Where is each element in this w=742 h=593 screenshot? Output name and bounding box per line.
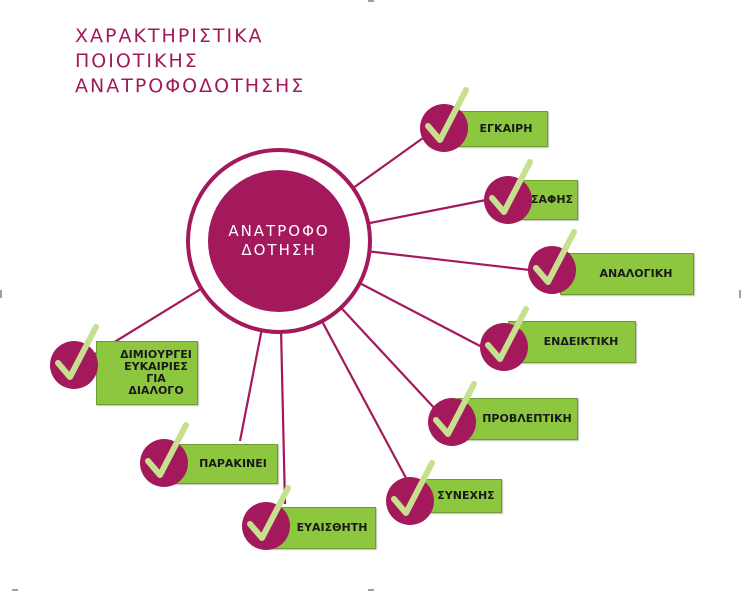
hub-inner-disc: ΑΝΑΤΡΟΦΟ ΔΟΤΗΣΗ — [208, 170, 350, 312]
edge-mark-bottom-left — [12, 589, 18, 591]
check-icon — [425, 87, 469, 143]
check-icon — [489, 159, 533, 215]
edge-mark-left — [0, 290, 2, 298]
node-disc-evaisthiti — [242, 485, 291, 550]
node-label-evaisthiti: ΕΥΑΙΣΘΗΤΗ — [296, 521, 368, 534]
title-line-3: ΑΝΑΤΡΟΦΟΔΟΤΗΣΗΣ — [75, 75, 306, 97]
node-disc-egkairi — [420, 87, 469, 152]
check-icon — [391, 460, 435, 516]
node-disc-provleptiki — [428, 381, 477, 446]
title-line-1: ΧΑΡΑΚΤΗΡΙΣΤΙΚΑ — [75, 25, 264, 47]
diagram-title: ΧΑΡΑΚΤΗΡΙΣΤΙΚΑ ΠΟΙΟΤΙΚΗΣ ΑΝΑΤΡΟΦΟΔΟΤΗΣΗΣ — [75, 24, 305, 99]
hub-label: ΑΝΑΤΡΟΦΟ ΔΟΤΗΣΗ — [228, 222, 330, 259]
connector-safis — [367, 198, 487, 225]
edge-mark-top — [368, 0, 374, 2]
node-box-dialogos: ΔΙΜΙΟΥΡΓΕΙ ΕΥΚΑΙΡΙΕΣ ΓΙΑ ΔΙΑΛΟΓΟ — [96, 341, 198, 405]
node-box-parakinei: ΠΑΡΑΚΙΝΕΙ — [170, 444, 278, 484]
node-label-parakinei: ΠΑΡΑΚΙΝΕΙ — [199, 457, 267, 470]
check-icon — [433, 381, 477, 437]
node-label-synechis: ΣΥΝΕΧΗΣ — [437, 489, 495, 502]
check-icon — [55, 324, 99, 380]
node-disc-parakinei — [140, 422, 189, 487]
check-icon — [247, 485, 291, 541]
edge-mark-bottom-mid — [368, 589, 374, 591]
node-label-analogiki: ΑΝΑΛΟΓΙΚΗ — [599, 267, 673, 280]
node-label-dialogos: ΔΙΜΙΟΥΡΓΕΙ ΕΥΚΑΙΡΙΕΣ ΓΙΑ ΔΙΑΛΟΓΟ — [120, 348, 192, 397]
node-label-egkairi: ΕΓΚΑΙΡΗ — [479, 122, 533, 135]
node-label-provleptiki: ΠΡΟΒΛΕΠΤΙΚΗ — [482, 412, 572, 425]
connector-synechis — [320, 319, 407, 479]
hub-circle: ΑΝΑΤΡΟΦΟ ΔΟΤΗΣΗ — [186, 148, 372, 334]
node-disc-endeiktiki — [480, 306, 529, 371]
connector-provleptiki — [339, 306, 438, 412]
check-icon — [485, 306, 529, 362]
node-box-provleptiki: ΠΡΟΒΛΕΠΤΙΚΗ — [458, 398, 578, 440]
node-box-analogiki: ΑΝΑΛΟΓΙΚΗ — [560, 253, 694, 295]
connector-evaisthiti — [279, 330, 287, 505]
node-label-endeiktiki: ΕΝΔΕΙΚΤΙΚΗ — [543, 335, 619, 348]
check-icon — [533, 229, 577, 285]
node-label-safis: ΣΑΦΗΣ — [530, 193, 574, 206]
node-disc-analogiki — [528, 229, 577, 294]
node-disc-safis — [484, 159, 533, 224]
title-line-2: ΠΟΙΟΤΙΚΗΣ — [75, 50, 199, 72]
node-disc-dialogos — [50, 324, 99, 389]
connector-endeiktiki — [358, 281, 483, 348]
edge-mark-right — [739, 290, 741, 298]
node-box-endeiktiki: ΕΝΔΕΙΚΤΙΚΗ — [508, 321, 636, 363]
connector-parakinei — [238, 329, 263, 442]
connector-analogiki — [368, 250, 531, 272]
node-disc-synechis — [386, 460, 435, 525]
check-icon — [145, 422, 189, 478]
